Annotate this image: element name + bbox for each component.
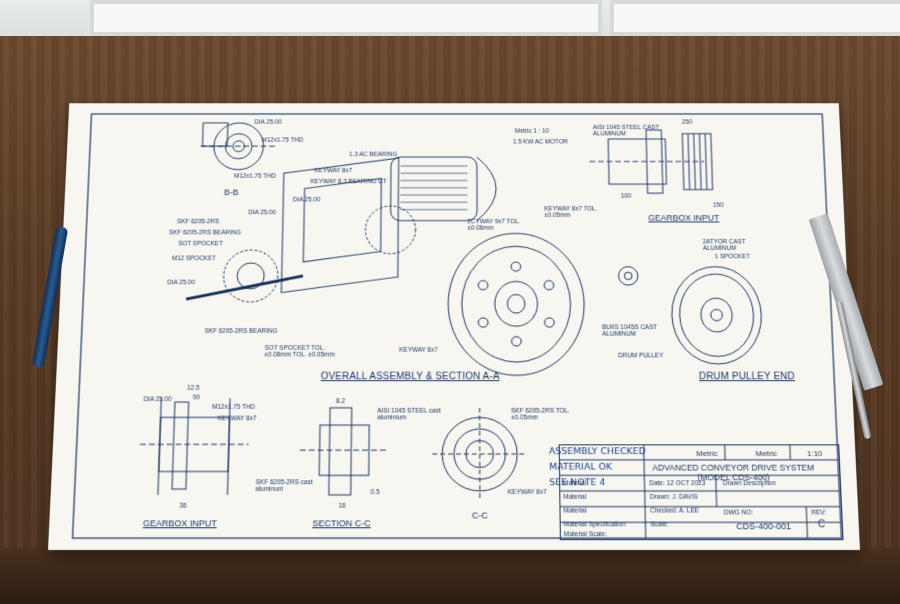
callout-skf-2: SKF 6205-2RS BEARING [168, 229, 242, 237]
tb-rev-label: REV: [811, 509, 827, 517]
callout-keyway-tol: 2CYWAY 9x7 TOL. ±0.08mm [467, 218, 521, 232]
tb-rev: C [817, 519, 826, 531]
callout-dia25: DIA 25.00 [254, 119, 282, 126]
overall-assembly-title: OVERALL ASSEMBLY & SECTION A-A [320, 371, 500, 383]
callout-thread-bottom: M12x1.75 THD [212, 403, 256, 411]
callout-skf-cc: SKF 6205-2RS TOL. ±0.05mm [511, 407, 570, 422]
tb-dwg-label: DWG NO: [723, 509, 754, 517]
tb-scale: 1:10 [806, 449, 823, 458]
window-pane [90, 0, 602, 36]
callout-keyway-83: KEYWAY 8.3 BEARING UT [310, 178, 387, 186]
callout-dia25-bottom: DIA 25.00 [143, 396, 172, 404]
gearbox-input-title-bottom: GEARBOX INPUT [142, 518, 217, 529]
callout-motor: 1.5 KW AC MOTOR [513, 139, 568, 146]
tb-material-scale: Material Scale: [563, 531, 607, 539]
dim-16: 16 [338, 502, 346, 510]
callout-drum-mat: BUIIS 1045S CAST ALUMINUM [601, 324, 658, 338]
tb-drawn-desc: Drawn Description [722, 480, 776, 488]
callout-dia25-4: DIA 25.00 [167, 279, 196, 287]
callout-aisi-cc: AISI 1045 STEEL cast aluminium [377, 407, 441, 422]
callout-sot-spocket-tol: SOT SPOCKET TOL. ±0.08mm TOL. ±0.05mm [264, 345, 335, 359]
callout-keyway-bottom: KEYWAY 8x7 [399, 346, 438, 354]
gearbox-input-title-top: GEARBOX INPUT [648, 213, 720, 223]
callout-drum-mat2: 2ATYOR CAST ALUMINUM [702, 238, 746, 252]
scale-note: Metric 1 : 10 [514, 128, 549, 135]
callout-m12-spocket: M12 SPOCKET [171, 255, 217, 262]
callout-skf-bottom: SKF 6205-2RS cast aluminum [255, 479, 313, 493]
tb-date: Date: 12 OCT 2023 [649, 480, 706, 488]
dim-100: 100 [620, 193, 632, 200]
tb-drawn: Drawn: J. DAVIS [649, 493, 698, 501]
dim-0-5: 0.5 [370, 489, 380, 496]
callout-keyway: KEYWAY 8x7 [314, 167, 353, 175]
tb-material-3: Material [563, 507, 587, 515]
callout-dia25-3: DIA 25.00 [248, 209, 276, 217]
dim-250: 250 [681, 119, 693, 126]
callout-bearing-ac: 1.3 AC BEARING [349, 151, 398, 158]
dim-12-5: 12.5 [187, 384, 200, 392]
tb-material-1: Material [563, 480, 587, 488]
callout-skf-3: SKF 6205-2RS BEARING [204, 328, 278, 335]
view-label-cc: C-C [471, 510, 488, 521]
tb-scale-label: Scale: [650, 521, 669, 529]
view-label-bb: B-B [223, 187, 239, 197]
callout-drum-pulley: DRUM PULLEY [618, 352, 664, 360]
callout-thread: M12x1.75 THD [261, 137, 304, 144]
callout-skf-1: SKF 6205-2RS [176, 218, 220, 226]
tb-checked: Checked: A. LEE [650, 507, 700, 515]
dim-150: 150 [713, 202, 724, 209]
blueprint-sheet: DIA 25.00 M12x1.75 THD M12x1.75 THD B-B … [48, 103, 860, 551]
callout-keyway-right: KEYWAY 8x7 TOL. ±0.05mm [544, 205, 598, 219]
callout-aisi-top: AISI 1045 STEEL CAST ALUMINUM [592, 124, 660, 138]
dim-8-2: 8.2 [336, 398, 346, 405]
section-cc-title: SECTION C-C [312, 518, 371, 529]
callout-keyway-bottom-left: KEYWAY 8x7 [217, 415, 257, 423]
callout-spocket: 1 SPOCKET [714, 253, 751, 261]
desk-edge [0, 548, 900, 604]
drum-pulley-end-title: DRUM PULLEY END [698, 371, 796, 383]
tb-material-spec: Material Specification [563, 521, 626, 529]
tb-dwg-no: CDS-400-001 [736, 521, 792, 532]
callout-keyway-cc: KEYWAY 8x7 [507, 489, 547, 496]
callout-sot-spocket: SOT SPOCKET [178, 240, 223, 248]
title-block: Metric Metric 1:10 ADVANCED CONVEYOR DRI… [558, 444, 844, 541]
tb-material-2: Material [563, 493, 587, 501]
tb-metric-1: Metric [696, 449, 718, 458]
dim-90: 90 [192, 394, 200, 402]
callout-dia25-2: DIA 25.00 [292, 196, 321, 204]
tb-metric-2: Metric [755, 449, 778, 458]
callout-thread-2: M12x1.75 THD [233, 173, 276, 180]
window-pane [610, 0, 900, 36]
dim-36: 36 [179, 502, 187, 510]
